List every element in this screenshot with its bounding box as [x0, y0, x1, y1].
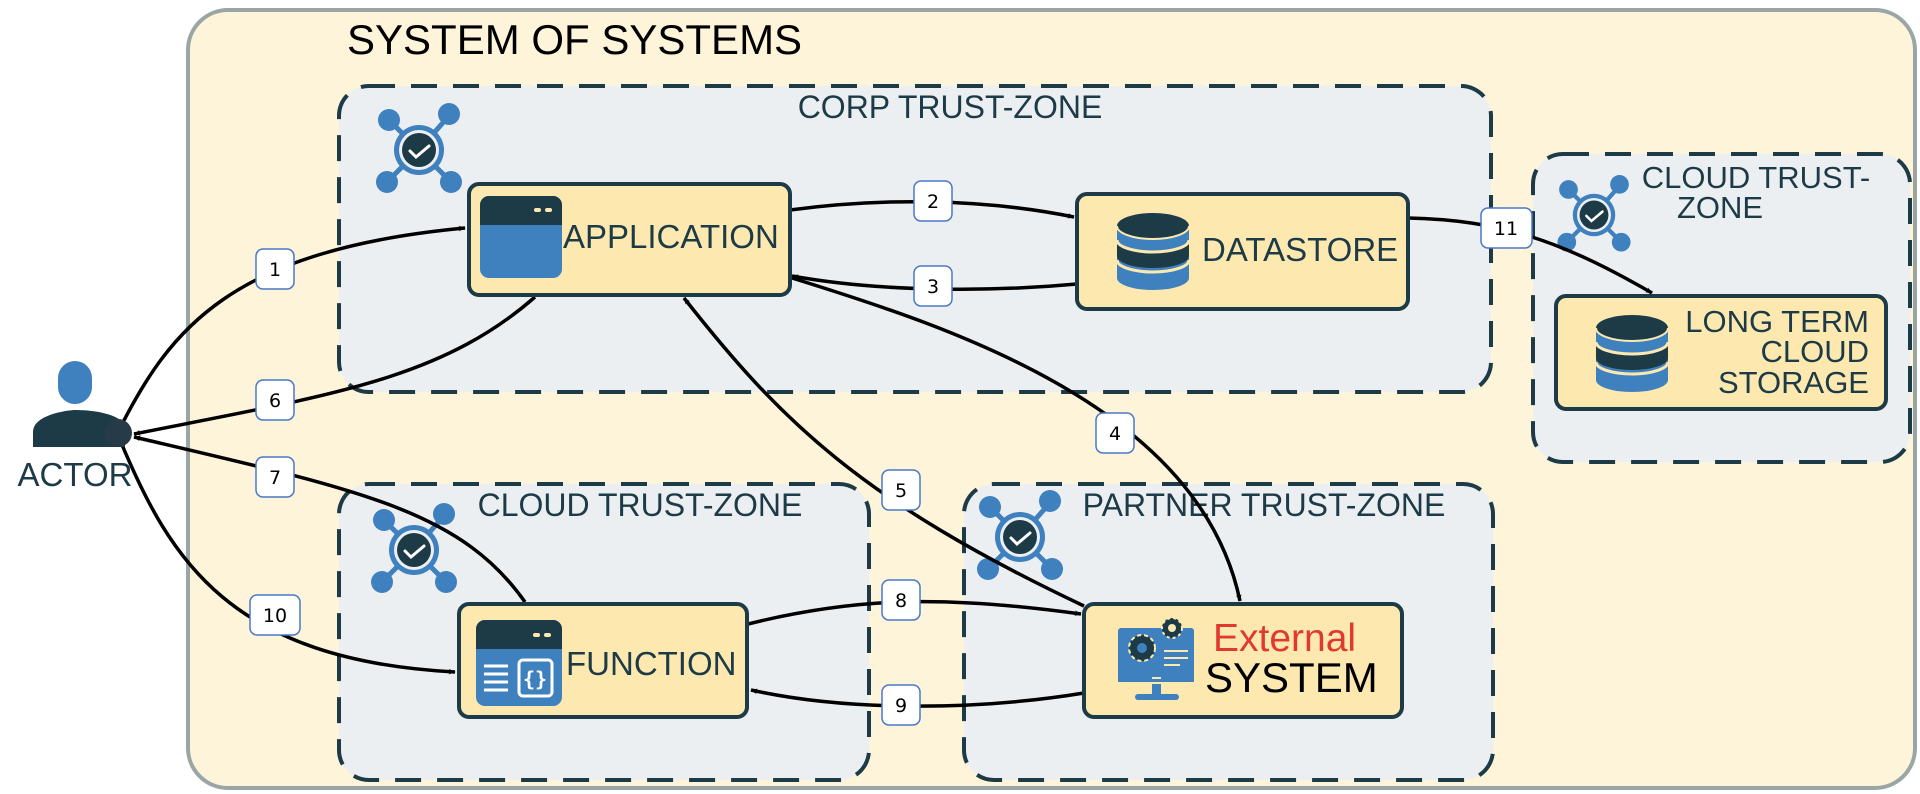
person-icon: [33, 361, 132, 447]
edge-6[interactable]: [133, 295, 537, 436]
cloud-zone-right-label-line2: ZONE: [1677, 190, 1763, 225]
svg-text:{}: {}: [523, 667, 547, 691]
edge-label-1[interactable]: 1: [255, 248, 295, 290]
edge-label-7[interactable]: 7: [255, 456, 295, 498]
edge-4[interactable]: [791, 276, 1242, 602]
svg-text:3: 3: [927, 276, 939, 298]
edge-label-4[interactable]: 4: [1095, 412, 1135, 454]
application-label: APPLICATION: [563, 218, 779, 255]
edge-label-11[interactable]: 11: [1480, 207, 1533, 249]
lts-label-line3: STORAGE: [1718, 365, 1869, 400]
cloud-zone-bottom-label: CLOUD TRUST-ZONE: [478, 487, 803, 523]
edge-label-5[interactable]: 5: [881, 469, 921, 511]
lts-label-line1: LONG TERM: [1685, 304, 1869, 339]
database-icon: [1594, 313, 1670, 394]
edge-5[interactable]: [682, 296, 1085, 608]
svg-text:4: 4: [1109, 423, 1121, 445]
edge-label-2[interactable]: 2: [913, 180, 953, 222]
edge-labels: 1 2 3 4 5 6 7 8 9 10 11: [249, 180, 1533, 726]
edge-label-9[interactable]: 9: [881, 684, 921, 726]
long-term-cloud-storage-node[interactable]: LONG TERM CLOUD STORAGE: [1554, 294, 1888, 411]
edge-label-8[interactable]: 8: [881, 579, 921, 621]
external-system-node[interactable]: External SYSTEM: [1082, 602, 1404, 719]
svg-text:2: 2: [927, 191, 939, 213]
svg-text:1: 1: [269, 259, 281, 281]
svg-text:6: 6: [269, 390, 281, 412]
datastore-node[interactable]: DATASTORE: [1075, 192, 1410, 311]
datastore-label: DATASTORE: [1202, 231, 1398, 268]
application-node[interactable]: APPLICATION: [467, 182, 792, 297]
app-window-icon: [480, 196, 562, 278]
actor-label: ACTOR: [18, 456, 133, 493]
cloud-zone-right-label-line1: CLOUD TRUST-: [1642, 160, 1871, 195]
edge-label-3[interactable]: 3: [913, 265, 953, 307]
actor[interactable]: ACTOR: [18, 361, 133, 493]
edge-label-10[interactable]: 10: [249, 594, 301, 636]
partner-zone-label: PARTNER TRUST-ZONE: [1083, 487, 1446, 523]
svg-text:9: 9: [895, 695, 907, 717]
lts-label-line2: CLOUD: [1760, 334, 1869, 369]
svg-text:5: 5: [895, 480, 907, 502]
svg-text:10: 10: [263, 605, 287, 627]
edge-label-6[interactable]: 6: [255, 379, 295, 421]
diagram-title: SYSTEM OF SYSTEMS: [347, 16, 802, 63]
monitor-gears-icon: [1118, 617, 1194, 700]
edge-7[interactable]: [133, 435, 527, 604]
svg-text:11: 11: [1494, 218, 1518, 240]
svg-text:7: 7: [269, 467, 281, 489]
function-code-icon: {}: [476, 620, 562, 706]
svg-text:8: 8: [895, 590, 907, 612]
external-label-line1: External: [1213, 617, 1356, 660]
corp-zone-label: CORP TRUST-ZONE: [798, 89, 1103, 125]
edge-10[interactable]: [118, 439, 456, 675]
database-icon: [1115, 211, 1191, 292]
function-node[interactable]: {} FUNCTION: [457, 602, 749, 719]
external-label-line2: SYSTEM: [1205, 654, 1378, 701]
edge-1[interactable]: [118, 225, 466, 429]
function-label: FUNCTION: [566, 645, 736, 682]
